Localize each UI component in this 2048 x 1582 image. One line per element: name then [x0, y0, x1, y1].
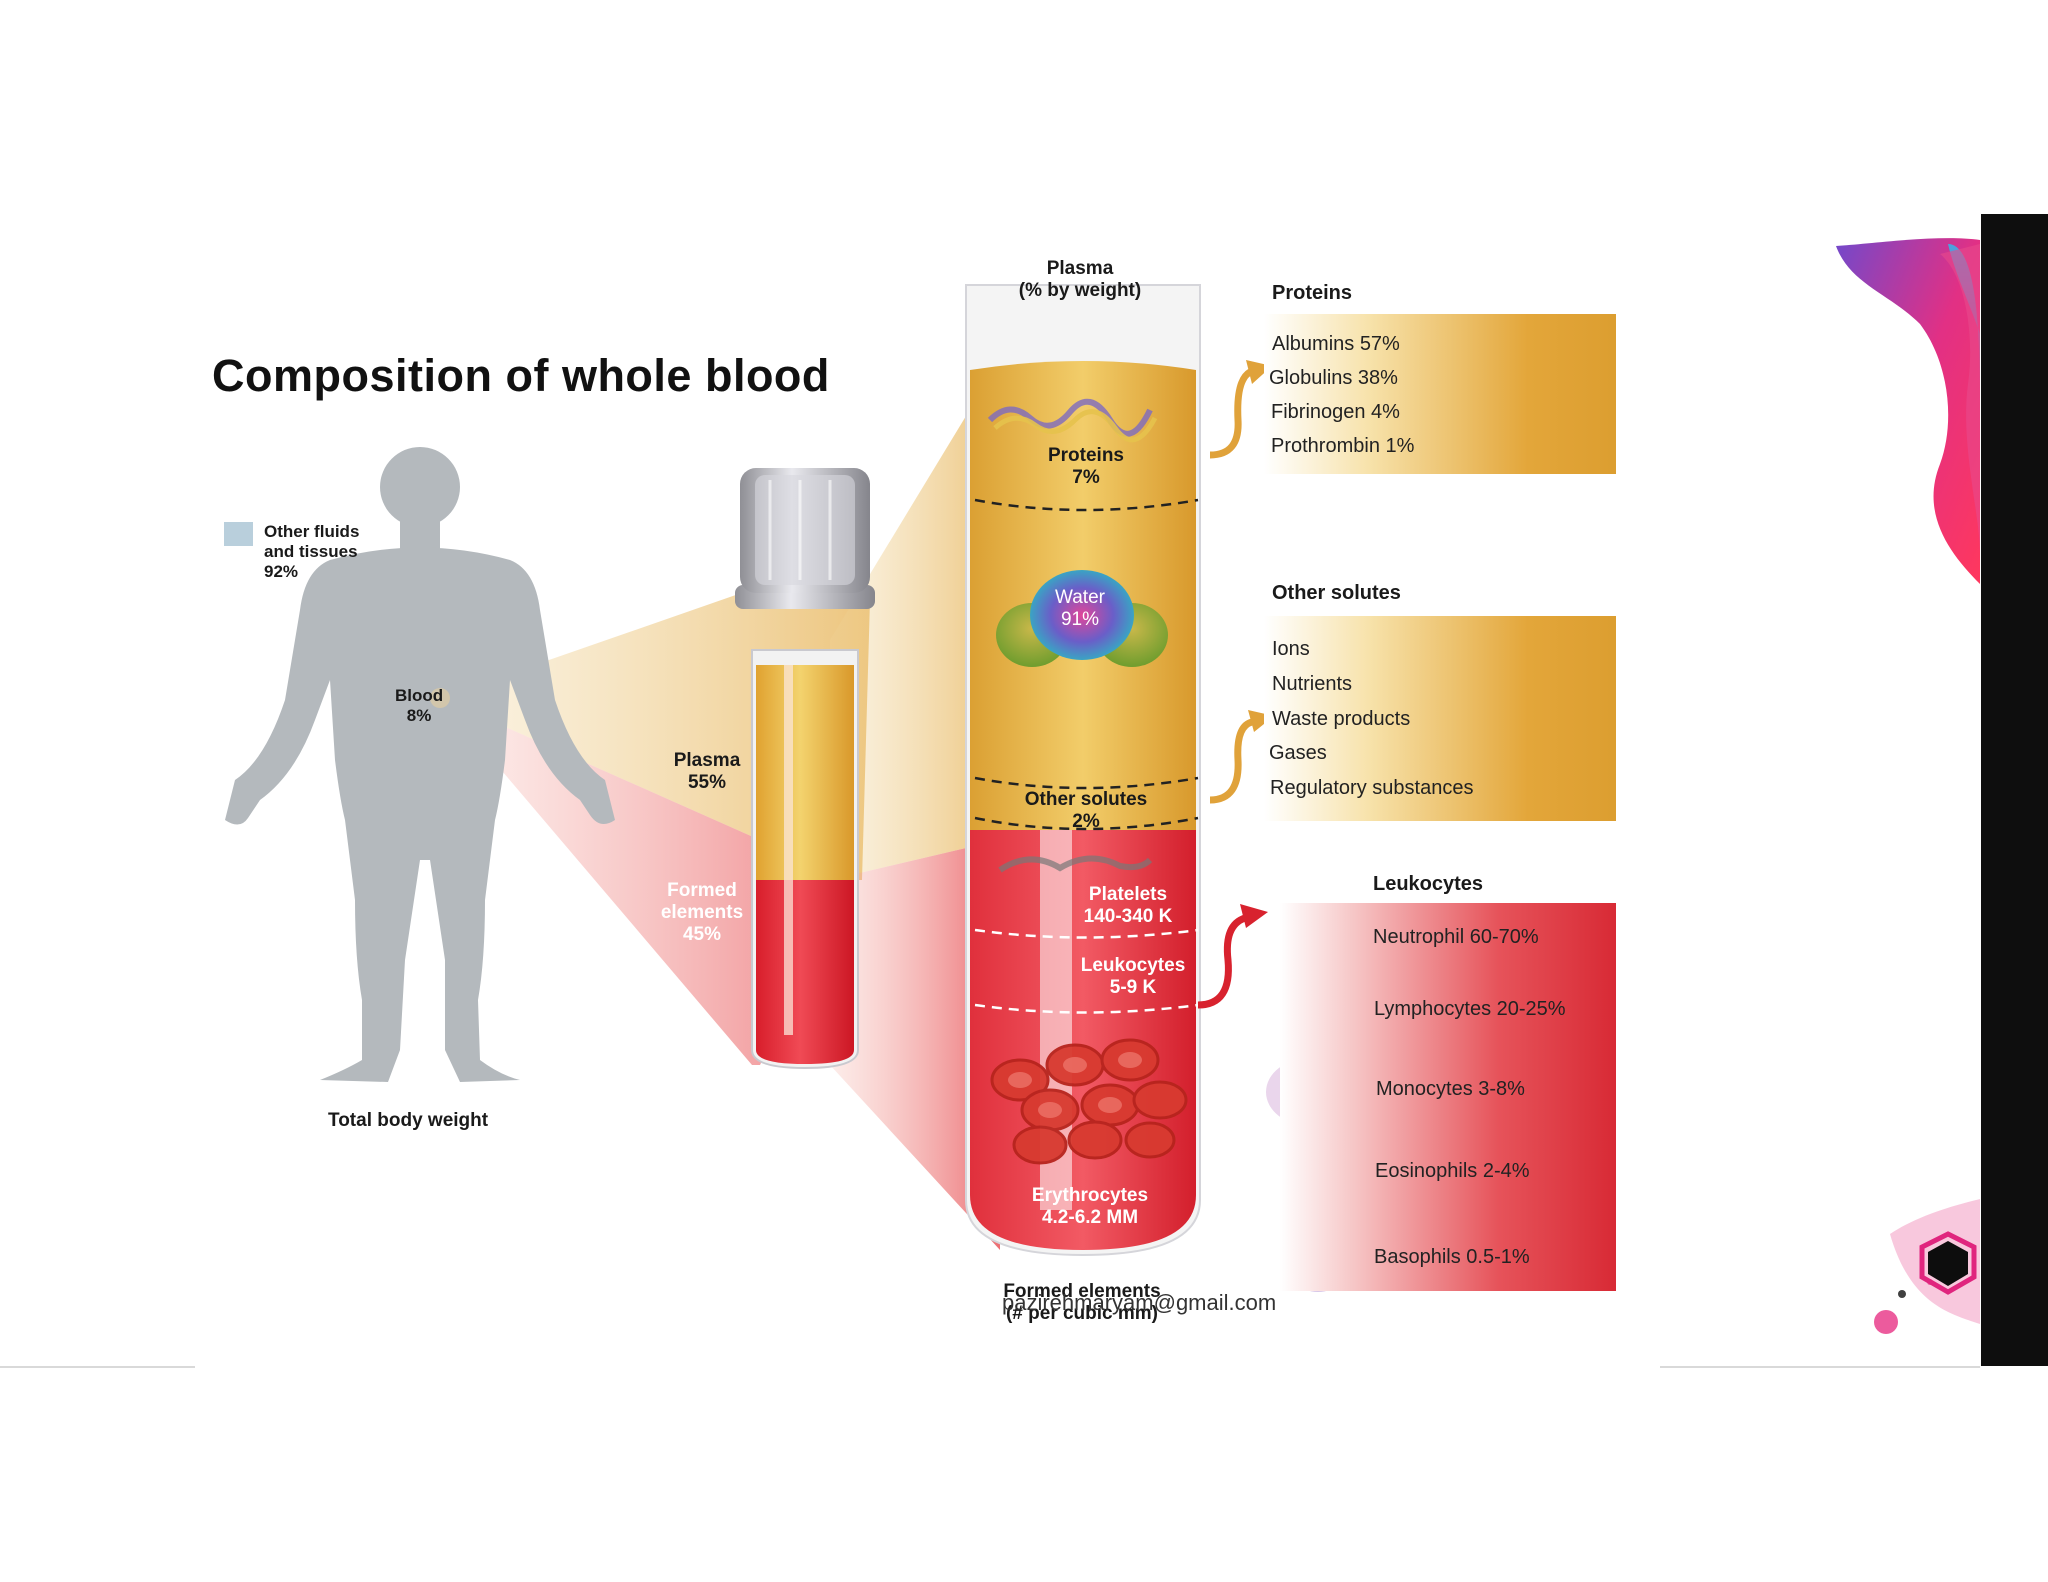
other-solutes-panel	[1264, 616, 1616, 821]
leukocyte-item: Monocytes 3-8%	[1376, 1078, 1525, 1100]
blood-percent-label: Blood 8%	[395, 686, 444, 725]
decorative-swirl	[1836, 238, 1980, 1334]
other-fluids-legend-label: Other fluids and tissues 92%	[264, 522, 360, 581]
solute-item: Ions	[1272, 638, 1310, 660]
solutes-arrow	[1209, 718, 1254, 804]
body-silhouette	[225, 447, 615, 1082]
water-percent-label: Water 91%	[1055, 587, 1105, 630]
leukocytes-count-label: Leukocytes 5-9 K	[1080, 955, 1186, 998]
protein-item: Globulins 38%	[1269, 367, 1398, 389]
proteins-arrow	[1209, 368, 1253, 459]
proteins-percent-label: Proteins 7%	[1047, 445, 1125, 488]
illustration	[225, 284, 1354, 1292]
total-body-weight-caption: Total body weight	[328, 1110, 489, 1131]
diagram-title: Composition of whole blood	[212, 350, 830, 401]
right-black-bar	[1981, 214, 2048, 1366]
leukocytes-panel	[1280, 903, 1616, 1291]
large-test-tube	[965, 284, 1201, 1257]
other-fluids-legend-swatch	[224, 522, 253, 546]
other-solutes-heading: Other solutes	[1272, 582, 1401, 604]
leukocyte-item: Eosinophils 2-4%	[1375, 1160, 1530, 1182]
leukocytes-heading: Leukocytes	[1373, 873, 1484, 895]
plasma-by-weight-label: Plasma (% by weight)	[1018, 258, 1142, 301]
author-email: pazirehmaryam@gmail.com	[1002, 1290, 1277, 1315]
protein-item: Albumins 57%	[1272, 333, 1400, 355]
plasma-percent-label: Plasma 55%	[673, 750, 741, 793]
slide-divider-right	[1660, 1366, 1980, 1368]
erythrocytes-count-label: Erythrocytes 4.2-6.2 MM	[1031, 1185, 1149, 1228]
slide-divider-left	[0, 1366, 195, 1368]
other-solutes-percent-label: Other solutes 2%	[1024, 789, 1148, 832]
leukocyte-item: Basophils 0.5-1%	[1374, 1246, 1530, 1268]
formed-elements-per-mm-label: Formed elements (# per cubic mm)	[1003, 1281, 1161, 1324]
small-test-tube	[735, 468, 875, 1070]
proteins-heading: Proteins	[1272, 282, 1353, 304]
protein-item: Prothrombin 1%	[1271, 435, 1415, 457]
solute-item: Regulatory substances	[1270, 777, 1474, 799]
leukocytes-arrow	[1197, 914, 1247, 1009]
leukocyte-item: Neutrophil 60-70%	[1373, 926, 1539, 948]
platelets-count-label: Platelets 140-340 K	[1083, 884, 1173, 927]
solute-item: Nutrients	[1272, 673, 1353, 695]
formed-elements-percent-label: Formed elements 45%	[660, 880, 744, 945]
proteins-panel	[1264, 314, 1616, 474]
leukocyte-item: Lymphocytes 20-25%	[1374, 998, 1566, 1020]
protein-item: Fibrinogen 4%	[1271, 401, 1400, 423]
solute-item: Gases	[1269, 742, 1327, 764]
solute-item: Waste products	[1272, 708, 1411, 730]
